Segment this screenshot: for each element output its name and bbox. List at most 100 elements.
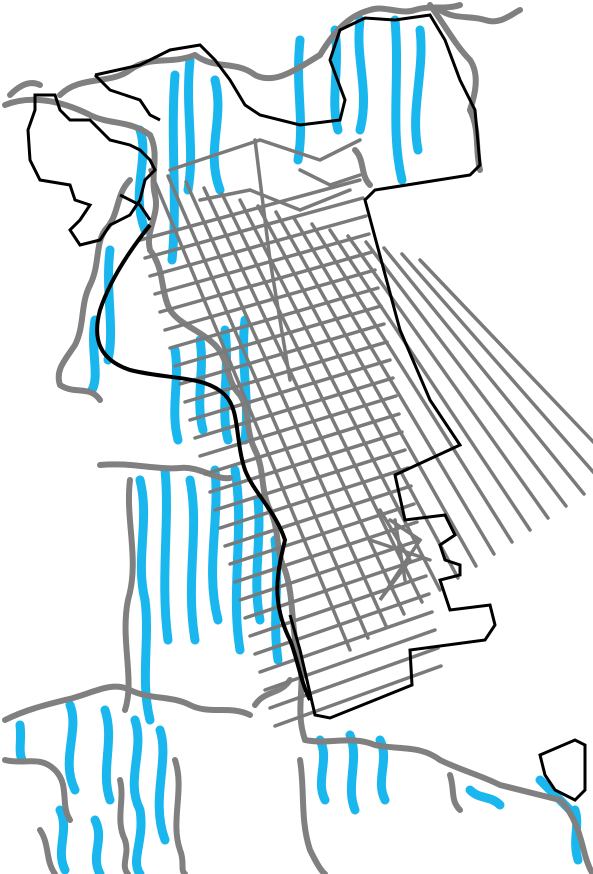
street <box>188 358 392 422</box>
water-channel <box>134 125 150 235</box>
street <box>198 188 352 212</box>
water-channel <box>411 25 426 155</box>
street <box>153 232 371 296</box>
shoreline <box>57 52 198 98</box>
shoreline <box>145 132 160 253</box>
street <box>223 484 413 548</box>
street <box>173 304 383 368</box>
shoreline <box>127 687 253 718</box>
street <box>193 376 395 440</box>
street <box>328 228 532 532</box>
water-channel <box>154 725 170 845</box>
street <box>202 186 406 616</box>
shoreline <box>447 772 463 813</box>
shoreline <box>97 461 233 482</box>
water-channel <box>390 15 407 185</box>
street <box>166 174 370 640</box>
water-channel <box>315 735 330 805</box>
street <box>346 234 550 520</box>
street <box>368 538 432 562</box>
street <box>148 168 352 652</box>
water-channel <box>64 700 80 795</box>
city-boundary <box>119 193 152 221</box>
street <box>168 286 380 350</box>
street <box>364 240 568 508</box>
water-channel <box>170 345 183 445</box>
water-channel <box>252 495 265 625</box>
street <box>158 250 374 314</box>
river-layer <box>95 223 312 701</box>
street <box>233 520 419 584</box>
city-boundary-layer <box>26 13 587 802</box>
street <box>198 394 398 458</box>
water-channel <box>160 465 173 645</box>
water-channel <box>195 335 208 435</box>
water-channel <box>90 815 105 874</box>
street <box>148 214 368 278</box>
water-channel <box>103 245 116 365</box>
water-channel <box>87 315 100 395</box>
shoreline <box>2 683 133 723</box>
city-boundary <box>26 93 157 247</box>
street <box>400 252 593 475</box>
shoreline <box>437 7 523 25</box>
water-channel <box>129 715 146 874</box>
water-channel <box>100 705 115 805</box>
water-channel <box>208 465 223 625</box>
shoreline <box>2 96 153 138</box>
street <box>253 138 292 382</box>
shoreline <box>297 757 328 874</box>
shoreline <box>172 757 188 874</box>
water-channel <box>465 785 505 810</box>
street <box>208 430 404 494</box>
street <box>243 556 425 620</box>
shoreline <box>317 2 463 58</box>
water-channel <box>15 720 27 765</box>
shoreline <box>437 757 563 803</box>
street <box>253 592 431 656</box>
street <box>138 178 362 242</box>
street <box>248 574 428 638</box>
water-channel <box>354 15 369 135</box>
river <box>95 223 312 701</box>
street <box>213 448 407 512</box>
shoreline <box>7 80 43 98</box>
shoreline <box>2 757 73 823</box>
water-channel <box>55 805 70 874</box>
street <box>292 216 496 556</box>
street <box>263 628 437 692</box>
water-channel <box>209 75 225 195</box>
street <box>256 204 460 580</box>
shoreline <box>57 382 103 403</box>
city-boundary <box>93 73 161 122</box>
city-boundary <box>538 738 587 802</box>
street <box>238 538 422 602</box>
street <box>168 138 362 172</box>
shoreline <box>352 147 373 188</box>
street <box>218 466 410 530</box>
shoreline <box>117 777 131 874</box>
street <box>258 610 434 674</box>
water-channel <box>135 475 155 725</box>
street <box>163 268 377 332</box>
shoreline <box>37 827 58 874</box>
shoreline <box>427 2 479 113</box>
water-channel <box>183 55 196 195</box>
street <box>298 168 362 187</box>
street <box>273 664 443 728</box>
water-channel <box>345 730 360 815</box>
street <box>382 246 586 496</box>
shoreline <box>302 737 443 763</box>
shoreline <box>212 342 258 453</box>
street <box>178 322 386 386</box>
water-channel <box>293 35 306 165</box>
street <box>203 412 401 476</box>
street <box>418 258 593 445</box>
street-grid-layer <box>138 138 593 728</box>
shoreline <box>55 282 93 388</box>
city-boundary <box>94 13 497 720</box>
street <box>143 196 365 260</box>
shoreline <box>557 797 593 874</box>
shoreline <box>122 477 136 713</box>
